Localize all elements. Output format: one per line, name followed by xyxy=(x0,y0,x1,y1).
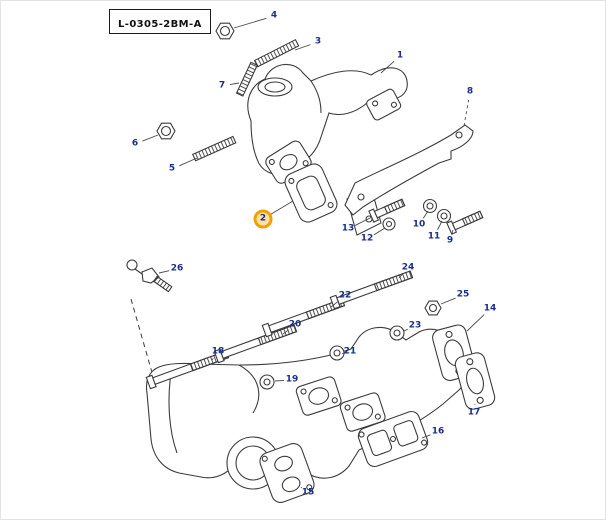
part-nut-4 xyxy=(216,23,234,39)
leader-line-3 xyxy=(294,44,311,51)
leader-line-1 xyxy=(380,60,395,74)
leader-line-19 xyxy=(274,380,285,382)
part-callout-26[interactable]: 26 xyxy=(170,263,184,274)
leader-line-21 xyxy=(342,352,346,355)
leader-line-6 xyxy=(142,134,159,142)
part-bolt-13 xyxy=(369,197,406,222)
part-callout-11[interactable]: 11 xyxy=(427,231,441,242)
leader-line-10 xyxy=(422,210,429,219)
part-callout-18[interactable]: 18 xyxy=(211,346,225,357)
leader-line-5 xyxy=(179,157,198,167)
part-callout-5[interactable]: 5 xyxy=(168,163,176,174)
part-callout-9[interactable]: 9 xyxy=(446,235,454,246)
part-callout-2[interactable]: 2 xyxy=(253,209,273,229)
leader-line-7 xyxy=(229,82,240,86)
part-gasket-15 xyxy=(257,441,316,505)
part-callout-13[interactable]: 13 xyxy=(341,223,355,234)
part-callout-14[interactable]: 14 xyxy=(483,303,497,314)
leader-line-24 xyxy=(398,273,403,279)
leader-line-25 xyxy=(440,297,456,305)
part-washer-19 xyxy=(260,375,274,389)
part-callout-4[interactable]: 4 xyxy=(270,10,278,21)
part-callout-16[interactable]: 16 xyxy=(431,426,445,437)
leader-line-16 xyxy=(421,434,431,439)
part-bolt-20 xyxy=(214,323,297,363)
leader-line-12 xyxy=(373,227,386,236)
part-callout-19[interactable]: 19 xyxy=(285,374,299,385)
part-callout-17[interactable]: 17 xyxy=(467,407,481,418)
part-washer-12 xyxy=(383,218,395,230)
part-sensor-26 xyxy=(127,260,172,292)
leader-line-4 xyxy=(233,17,267,29)
drawing-code-label: L-0305-2BM-A xyxy=(109,9,211,34)
part-bolt-9 xyxy=(447,209,484,234)
leader-line-18 xyxy=(211,358,214,361)
leader-line-2 xyxy=(269,200,294,216)
part-callout-6[interactable]: 6 xyxy=(131,138,139,149)
leader-line-14 xyxy=(466,314,485,332)
part-nut-6 xyxy=(157,123,175,139)
part-stud-7 xyxy=(237,62,258,96)
part-washer-11 xyxy=(438,210,451,223)
leader-line-20 xyxy=(282,329,289,335)
part-callout-23[interactable]: 23 xyxy=(408,320,422,331)
leader-line-13 xyxy=(354,216,373,226)
part-callout-7[interactable]: 7 xyxy=(218,80,226,91)
part-callout-25[interactable]: 25 xyxy=(456,289,470,300)
part-gasket-17 xyxy=(454,351,497,411)
part-washer-10 xyxy=(424,200,437,213)
leader-line-8 xyxy=(463,99,470,127)
drawing-code-text: L-0305-2BM-A xyxy=(118,19,202,30)
leader-line-22 xyxy=(330,300,339,308)
part-callout-3[interactable]: 3 xyxy=(314,36,322,47)
part-callout-12[interactable]: 12 xyxy=(360,233,374,244)
leader-line-9 xyxy=(451,229,454,234)
leader-line-11 xyxy=(437,220,443,231)
leader-line-15 xyxy=(300,486,303,489)
part-nut-25 xyxy=(425,301,441,315)
part-heat-shield-8 xyxy=(345,125,473,215)
part-gasket-16 xyxy=(356,409,430,468)
part-callout-22[interactable]: 22 xyxy=(338,290,352,301)
part-gasket-2 xyxy=(282,161,340,225)
leader-line-26 xyxy=(158,270,170,274)
leader-line-23 xyxy=(403,328,408,332)
part-callout-21[interactable]: 21 xyxy=(343,346,357,357)
part-callout-8[interactable]: 8 xyxy=(466,86,474,97)
part-callout-24[interactable]: 24 xyxy=(401,262,415,273)
part-callout-1[interactable]: 1 xyxy=(396,50,404,61)
part-callout-15[interactable]: 15 xyxy=(301,487,315,498)
part-callout-20[interactable]: 20 xyxy=(288,319,302,330)
part-stud-3 xyxy=(254,40,298,67)
part-callout-10[interactable]: 10 xyxy=(412,219,426,230)
part-stud-5 xyxy=(193,136,236,160)
part-washer-23 xyxy=(390,326,404,340)
